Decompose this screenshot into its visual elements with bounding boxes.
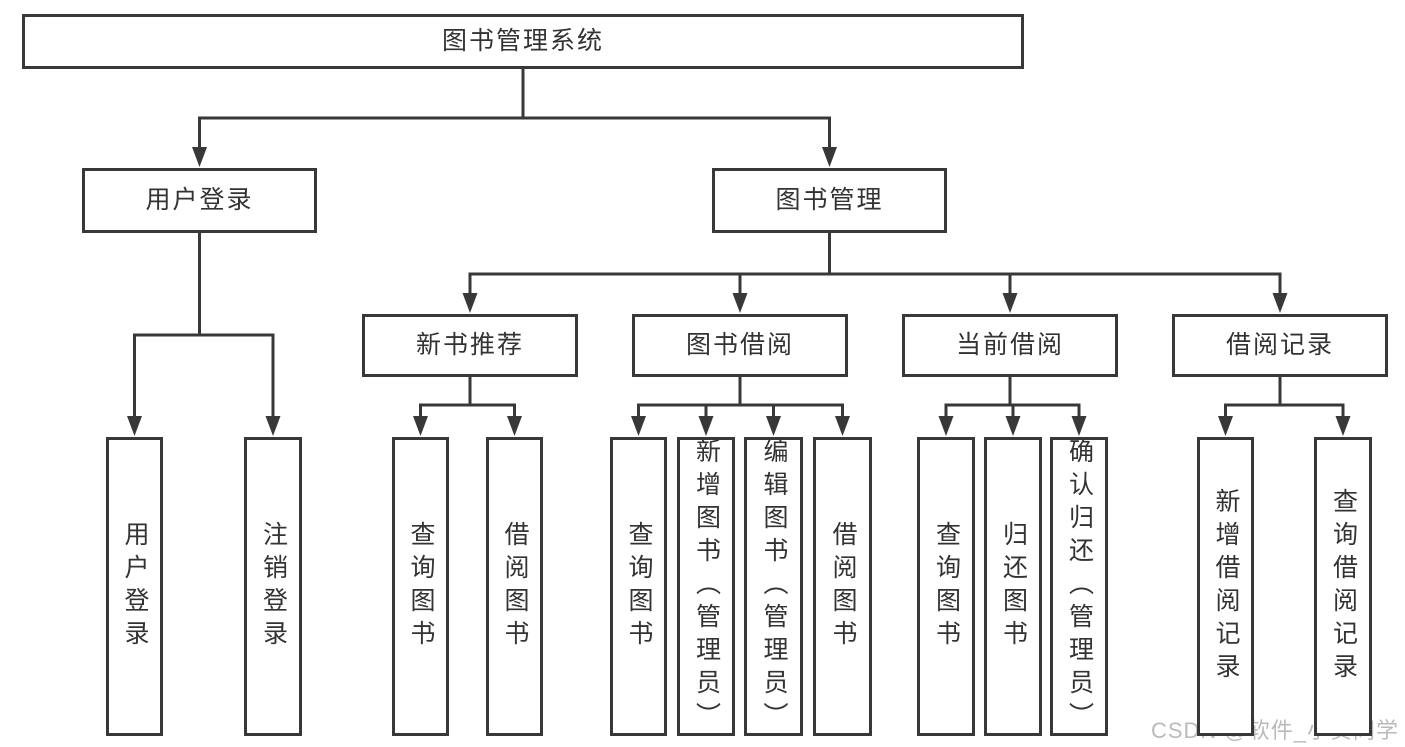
node-label-bb-2: 新增图书（管理员） xyxy=(692,438,721,735)
node-label-bb-3: 编辑图书（管理员） xyxy=(760,438,788,735)
node-cb-2: 归还图书 xyxy=(984,437,1042,736)
node-label-ul-2: 注销登录 xyxy=(259,520,288,653)
node-label-cb-2: 归还图书 xyxy=(999,520,1028,653)
node-ul-1: 用户登录 xyxy=(106,437,163,736)
node-label-nr-2: 借阅图书 xyxy=(501,520,529,653)
node-user-login: 用户登录 xyxy=(82,168,317,233)
arrowhead-bb-4 xyxy=(835,416,850,436)
node-label-borrow-rec: 借阅记录 xyxy=(1225,331,1334,359)
node-cb-1: 查询图书 xyxy=(917,437,975,736)
node-bb-4: 借阅图书 xyxy=(813,437,872,736)
arrowhead-ul-2 xyxy=(265,416,281,436)
node-nr-2: 借阅图书 xyxy=(486,437,543,736)
arrowhead-br-2 xyxy=(1335,416,1351,436)
arrowhead-br-1 xyxy=(1218,416,1233,436)
arrowhead-new-rec xyxy=(462,293,478,313)
node-book-mgmt: 图书管理 xyxy=(712,168,947,233)
node-ul-2: 注销登录 xyxy=(244,437,302,736)
node-borrow-rec: 借阅记录 xyxy=(1172,314,1388,377)
node-label-bb-4: 借阅图书 xyxy=(829,520,857,653)
node-label-ul-1: 用户登录 xyxy=(121,520,149,653)
arrowhead-nr-1 xyxy=(413,416,428,436)
arrowhead-user-login xyxy=(192,147,207,167)
node-label-cb-3: 确认归还（管理员） xyxy=(1065,438,1094,735)
arrowhead-bb-1 xyxy=(631,416,646,436)
node-br-1: 新增借阅记录 xyxy=(1197,437,1254,736)
node-label-user-login: 用户登录 xyxy=(145,186,254,214)
arrowhead-cb-1 xyxy=(938,416,954,436)
node-label-root: 图书管理系统 xyxy=(441,27,604,55)
node-nr-1: 查询图书 xyxy=(392,437,449,736)
arrowhead-book-borrow xyxy=(732,293,748,313)
node-label-br-2: 查询借阅记录 xyxy=(1329,487,1358,686)
arrowhead-nr-2 xyxy=(507,416,522,436)
arrowhead-book-mgmt xyxy=(822,147,837,167)
node-bb-3: 编辑图书（管理员） xyxy=(744,437,803,736)
node-label-new-rec: 新书推荐 xyxy=(415,331,524,359)
arrowhead-cb-2 xyxy=(1005,416,1021,436)
node-bb-2: 新增图书（管理员） xyxy=(677,437,735,736)
arrowhead-bb-3 xyxy=(766,416,781,436)
arrowhead-cur-borrow xyxy=(1002,293,1018,313)
arrowhead-ul-1 xyxy=(127,416,142,436)
node-label-bb-1: 查询图书 xyxy=(625,520,653,653)
node-label-book-mgmt: 图书管理 xyxy=(775,186,884,214)
node-bb-1: 查询图书 xyxy=(610,437,667,736)
node-root: 图书管理系统 xyxy=(22,14,1024,69)
node-label-cb-1: 查询图书 xyxy=(932,520,961,653)
node-cur-borrow: 当前借阅 xyxy=(902,314,1118,377)
node-book-borrow: 图书借阅 xyxy=(632,314,848,377)
node-br-2: 查询借阅记录 xyxy=(1314,437,1372,736)
node-label-cur-borrow: 当前借阅 xyxy=(955,331,1064,359)
arrowhead-cb-3 xyxy=(1071,416,1087,436)
node-new-rec: 新书推荐 xyxy=(362,314,578,377)
node-label-nr-1: 查询图书 xyxy=(407,520,435,653)
node-label-book-borrow: 图书借阅 xyxy=(685,331,794,359)
arrowhead-bb-2 xyxy=(698,416,714,436)
node-cb-3: 确认归还（管理员） xyxy=(1050,437,1108,736)
arrowhead-borrow-rec xyxy=(1272,293,1288,313)
node-label-br-1: 新增借阅记录 xyxy=(1212,487,1240,686)
